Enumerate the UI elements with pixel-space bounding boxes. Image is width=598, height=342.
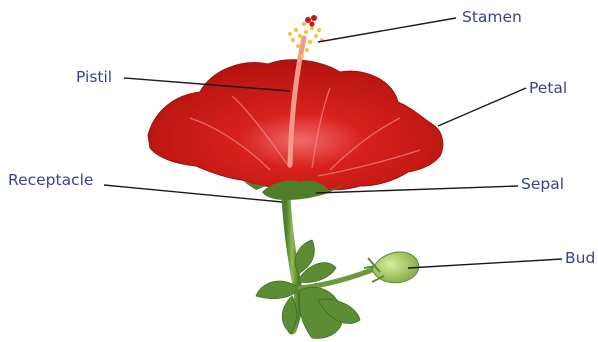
leader-line-bud [408, 259, 562, 268]
label-sepal: Sepal [521, 177, 564, 193]
leader-line-stamen [318, 18, 456, 42]
stigma [305, 15, 317, 27]
label-pistil: Pistil [76, 70, 112, 86]
label-bud: Bud [565, 251, 595, 267]
leader-line-petal [438, 88, 526, 126]
leaves [256, 240, 360, 338]
label-stamen: Stamen [462, 10, 522, 26]
label-receptacle: Receptacle [8, 173, 93, 189]
label-petal: Petal [529, 81, 567, 97]
